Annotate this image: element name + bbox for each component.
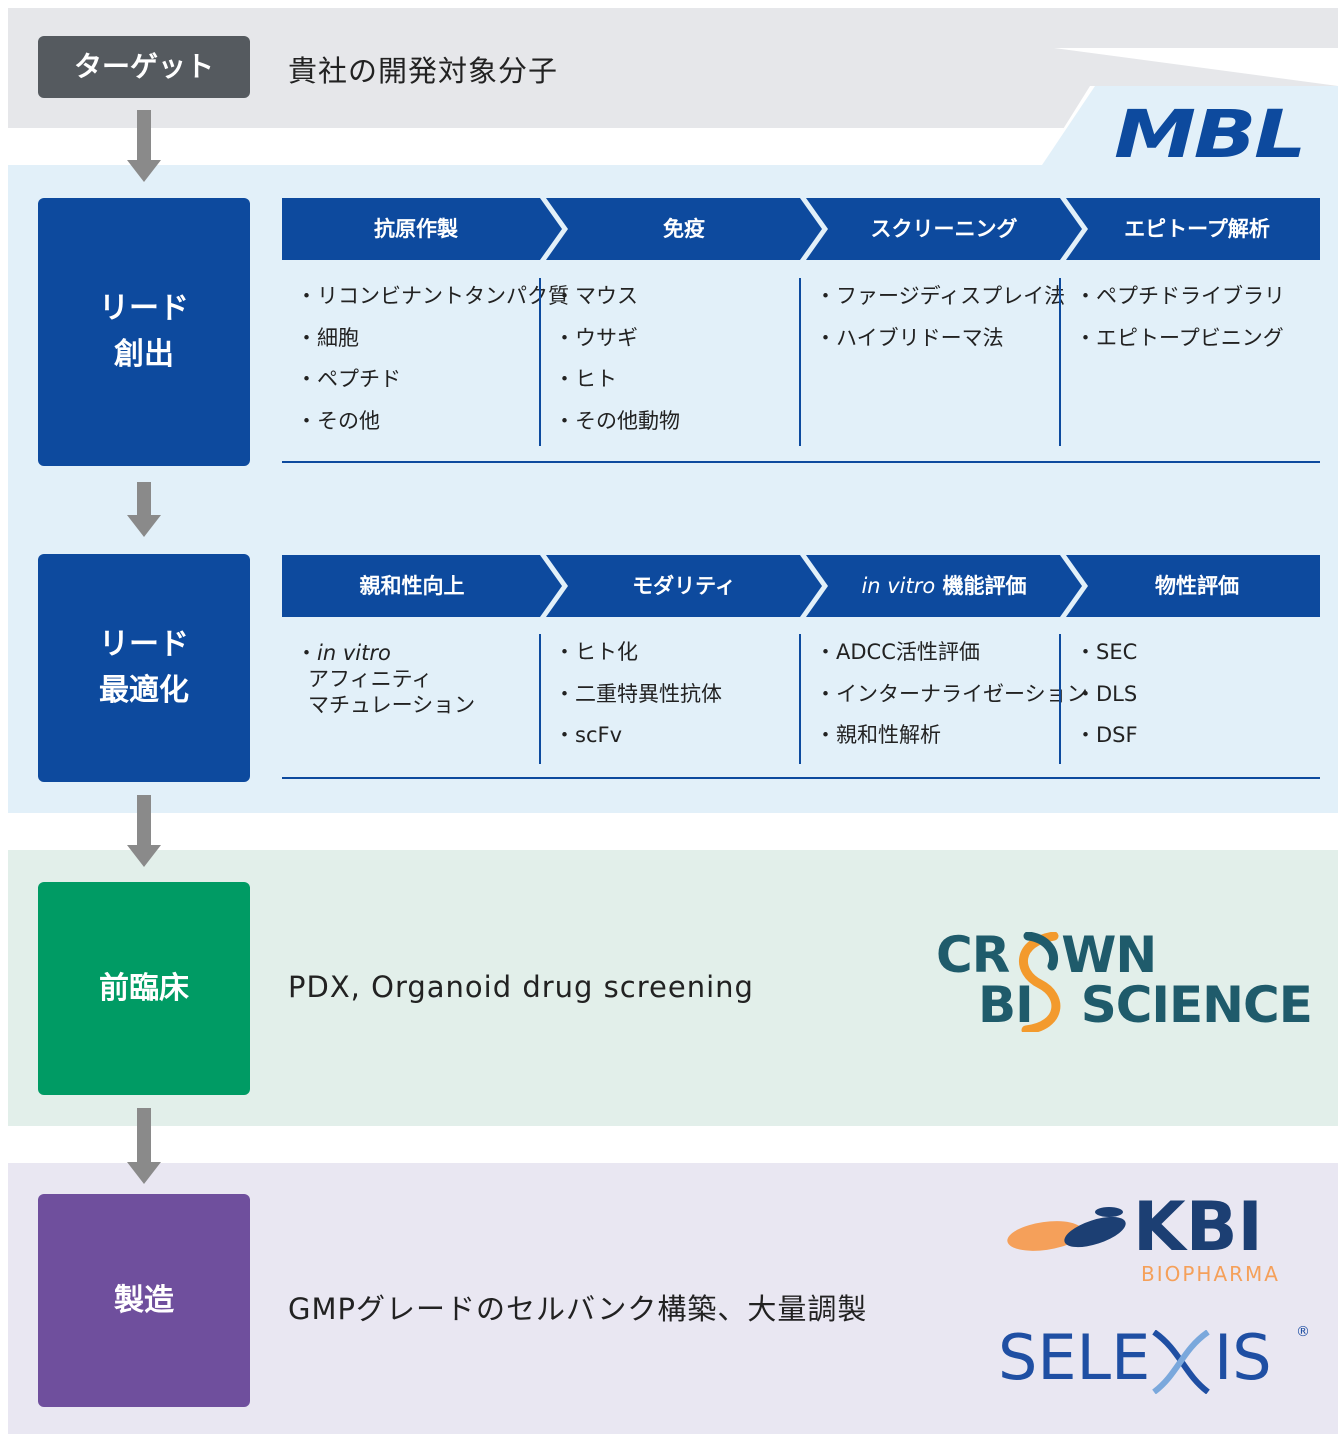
opt-column-functional: ・ADCC活性評価 ・インターナライゼーション ・親和性解析 bbox=[815, 632, 1088, 757]
functional-eval-label: 機能評価 bbox=[942, 574, 1027, 598]
opt-column-modality: ・ヒト化 ・二重特異性抗体 ・scFv bbox=[554, 632, 722, 757]
lead-column-immunization: ・マウス ・ウサギ ・ヒト ・その他動物 bbox=[554, 276, 680, 442]
target-description: 貴社の開発対象分子 bbox=[288, 54, 559, 88]
italic-in-vitro: in vitro bbox=[861, 574, 936, 598]
opt-header-physical: 物性評価 bbox=[1155, 574, 1239, 598]
column-divider bbox=[799, 634, 801, 764]
kbi-subtext: BIOPHARMA bbox=[1141, 1262, 1280, 1286]
column-divider bbox=[799, 278, 801, 446]
opt-header-functional: in vitro 機能評価 bbox=[814, 555, 1074, 617]
mbl-band-tab bbox=[1040, 48, 1338, 168]
registered-mark: ® bbox=[1296, 1324, 1310, 1340]
opt-column-affinity: ・in vitro アフィニティ マチュレーション bbox=[296, 640, 475, 718]
lead-header-antigen: 抗原作製 bbox=[374, 217, 458, 241]
selexis-text: SELE bbox=[998, 1321, 1151, 1394]
list-item: ・DLS bbox=[1075, 681, 1138, 706]
list-item: ・ADCC活性評価 bbox=[815, 640, 980, 664]
lead-header-screening: スクリーニング bbox=[870, 217, 1018, 241]
crown-helix-icon bbox=[1019, 932, 1061, 1032]
list-item: ・ヒト化 bbox=[554, 640, 638, 664]
lead-header-epitope: エピトープ解析 bbox=[1124, 217, 1270, 241]
manufacturing-description: GMPグレードのセルバンク構築、大量調製 bbox=[288, 1292, 868, 1326]
crown-text-a: CR bbox=[936, 926, 1010, 984]
list-item: アフィニティ bbox=[308, 667, 433, 691]
in-vitro-text: in vitro bbox=[317, 641, 391, 665]
list-item: ・エピトープビニング bbox=[1075, 325, 1284, 350]
down-arrow-icon bbox=[127, 482, 161, 538]
list-item: ・その他 bbox=[296, 408, 380, 433]
list-item: マチュレーション bbox=[308, 693, 476, 717]
list-item: ・インターナライゼーション bbox=[815, 681, 1088, 706]
list-item: ・その他動物 bbox=[554, 408, 680, 433]
lead-process-bar: 抗原作製 免疫 スクリーニング エピトープ解析 bbox=[282, 198, 1320, 260]
list-item: ・ファージディスプレイ法 bbox=[815, 284, 1066, 308]
list-item: ・SEC bbox=[1075, 640, 1138, 664]
preclinical-description: PDX, Organoid drug screening bbox=[288, 970, 754, 1004]
mbl-logo: MBL bbox=[1114, 96, 1307, 173]
list-item: ・ハイブリドーマ法 bbox=[815, 325, 1004, 350]
column-divider bbox=[1059, 278, 1061, 446]
bio-text-a: BI bbox=[978, 976, 1034, 1034]
stage-lead-generation: リード 創出 bbox=[38, 198, 250, 466]
down-arrow-icon bbox=[127, 795, 161, 869]
section-underline bbox=[282, 461, 1320, 463]
list-item: ・ペプチドライブラリ bbox=[1075, 284, 1285, 308]
down-arrow-icon bbox=[127, 1108, 161, 1186]
lead-column-screening: ・ファージディスプレイ法 ・ハイブリドーマ法 bbox=[815, 276, 1065, 359]
list-item: ・scFv bbox=[554, 723, 622, 747]
opt-header-modality: モダリティ bbox=[632, 574, 736, 598]
opt-column-physical: ・SEC ・DLS ・DSF bbox=[1075, 632, 1138, 757]
list-item: ・DSF bbox=[1075, 723, 1138, 747]
down-arrow-icon bbox=[127, 110, 161, 184]
lead-column-epitope: ・ペプチドライブラリ ・エピトープビニング bbox=[1075, 276, 1285, 359]
lead-header-immunization: 免疫 bbox=[663, 217, 705, 241]
selexis-logo: SELE IS ® bbox=[998, 1322, 1318, 1402]
list-item: ・二重特異性抗体 bbox=[554, 681, 722, 706]
stage-lead-optimization: リード 最適化 bbox=[38, 554, 250, 782]
selexis-x-icon bbox=[1152, 1330, 1210, 1394]
crown-text-b: WN bbox=[1061, 926, 1157, 984]
kbi-swoosh-icon bbox=[1007, 1207, 1126, 1251]
column-divider bbox=[539, 634, 541, 764]
optimization-process-bar: 親和性向上 モダリティ in vitro 機能評価 物性評価 bbox=[282, 555, 1320, 617]
list-item: ・細胞 bbox=[296, 325, 359, 350]
stage-preclinical: 前臨床 bbox=[38, 882, 250, 1095]
column-divider bbox=[539, 278, 541, 446]
column-divider bbox=[1059, 634, 1061, 764]
stage-target: ターゲット bbox=[38, 36, 250, 98]
kbi-biopharma-logo: KBI BIOPHARMA bbox=[1005, 1194, 1305, 1286]
lead-column-antigen: ・リコンビナントタンパク質 ・細胞 ・ペプチド ・その他 bbox=[296, 276, 569, 442]
kbi-text: KBI bbox=[1133, 1188, 1263, 1267]
section-underline bbox=[282, 777, 1320, 779]
bio-text-b: SCIENCE bbox=[1080, 976, 1313, 1034]
stage-manufacturing: 製造 bbox=[38, 1194, 250, 1407]
list-item: ・リコンビナントタンパク質 bbox=[296, 284, 569, 308]
list-item: ・親和性解析 bbox=[815, 723, 941, 747]
opt-header-affinity: 親和性向上 bbox=[359, 574, 465, 598]
list-item: ・マウス bbox=[554, 284, 638, 308]
bullet: ・ bbox=[296, 641, 317, 665]
list-item: ・ペプチド bbox=[296, 367, 401, 391]
selexis-text-end: IS bbox=[1214, 1321, 1272, 1394]
list-item: ・ウサギ bbox=[554, 325, 638, 350]
list-item: ・ヒト bbox=[554, 367, 617, 391]
